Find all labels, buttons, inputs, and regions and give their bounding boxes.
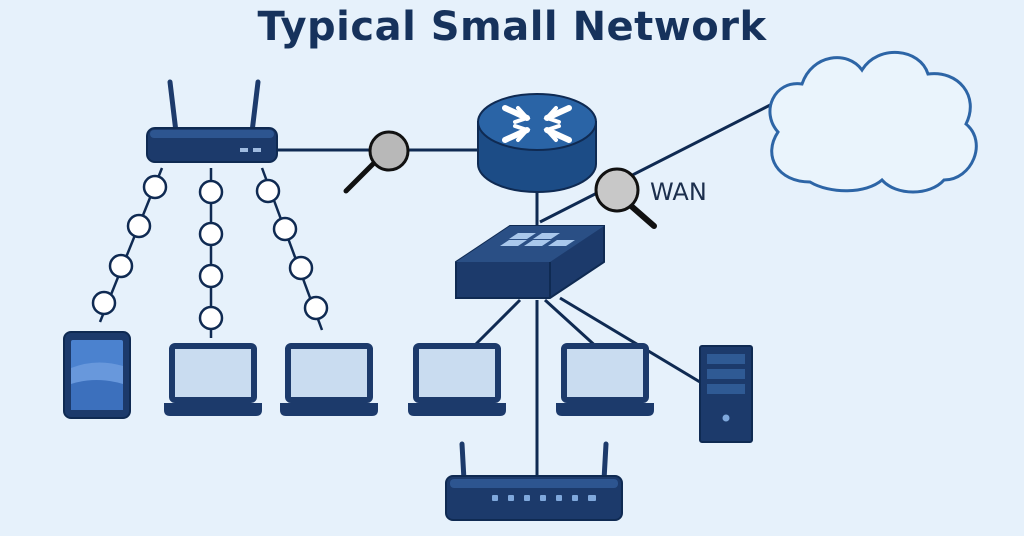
diagram-title: Typical Small Network — [257, 4, 767, 50]
router-icon — [477, 93, 597, 193]
wireless-links — [91, 167, 329, 338]
tablet-icon — [63, 331, 131, 419]
wireless-link-icon — [255, 167, 329, 331]
laptop-icon — [164, 343, 262, 416]
switch-to-laptop5-cable — [543, 298, 602, 352]
switch-icon — [455, 225, 605, 299]
cable-links — [276, 98, 781, 480]
laptop-icon — [280, 343, 378, 416]
laptop-icon — [408, 343, 506, 416]
switch-to-server-cable — [559, 296, 701, 384]
server-tower-icon — [699, 345, 753, 443]
laptop-icon — [556, 343, 654, 416]
switch-to-laptop4-cable — [468, 298, 522, 352]
wireless-link-icon — [198, 168, 224, 338]
cloud-icon — [768, 51, 978, 194]
modem-icon — [445, 441, 623, 521]
magnifier-icon — [343, 130, 410, 194]
wireless-link-icon — [91, 167, 168, 323]
magnifier-icon — [594, 167, 657, 229]
wan-cloud-cable — [539, 98, 781, 224]
wan-label: WAN — [650, 178, 707, 206]
wifi-access-point-icon — [146, 79, 278, 163]
